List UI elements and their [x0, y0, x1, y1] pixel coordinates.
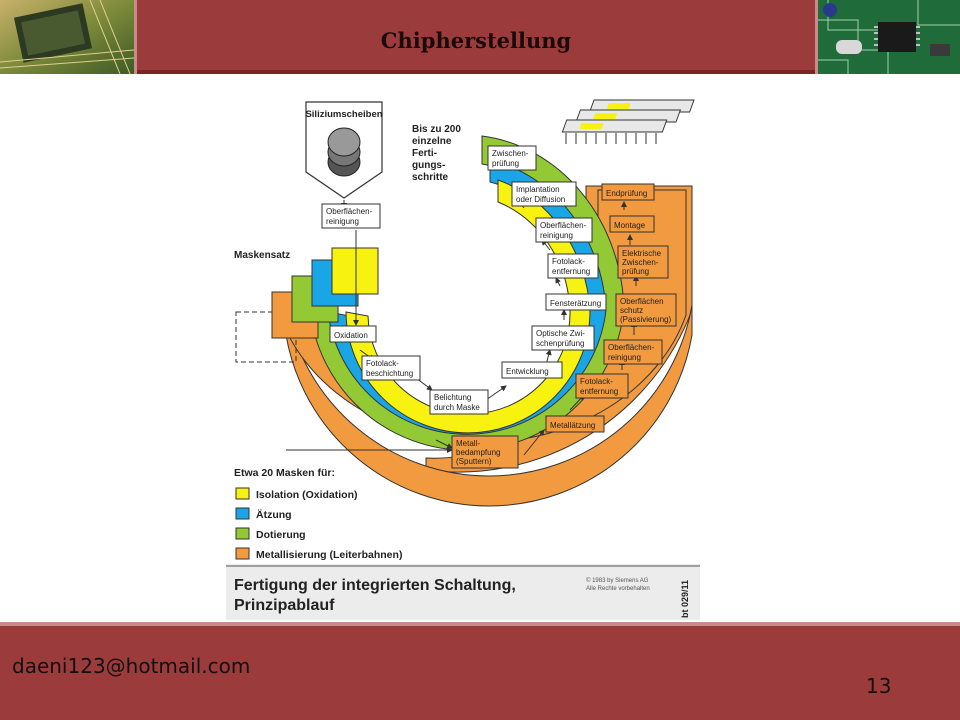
step-belichtung: Belichtung durch Maske	[429, 389, 489, 415]
legend-item-isolation: Isolation (Oxidation)	[235, 487, 358, 501]
circuit-board-photo-left	[0, 0, 134, 74]
svg-text:durch Maske: durch Maske	[434, 403, 480, 412]
svg-text:Metallisierung (Leiterbahnen): Metallisierung (Leiterbahnen)	[256, 549, 402, 561]
svg-text:schutz: schutz	[620, 306, 643, 315]
legend-title: Etwa 20 Masken für:	[234, 467, 335, 479]
svg-text:Fensterätzung: Fensterätzung	[550, 299, 601, 308]
legend: Etwa 20 Masken für: Isolation (Oxidation…	[234, 467, 402, 561]
step-oberflaechenreinigung-outer: Oberflächen- reinigung	[603, 339, 663, 365]
outer-orange-band	[285, 304, 693, 507]
svg-text:Fotolack-: Fotolack-	[580, 377, 613, 386]
svg-text:Optische Zwi-: Optische Zwi-	[536, 329, 585, 338]
svg-text:Bis zu 200: Bis zu 200	[412, 124, 461, 135]
mask-set-stack	[235, 247, 379, 363]
svg-text:Metall-: Metall-	[456, 439, 480, 448]
legend-item-dotierung: Dotierung	[235, 527, 306, 541]
copyright-line-1: © 1983 by Siemens AG	[586, 577, 649, 584]
svg-text:oder Diffusion: oder Diffusion	[516, 195, 565, 204]
wafer-box: Siliziumscheiben	[305, 101, 383, 199]
step-fotolackbeschichtung: Fotolack- beschichtung	[361, 355, 421, 381]
wafer-box-label: Siliziumscheiben	[305, 109, 382, 120]
svg-text:Oxidation: Oxidation	[334, 331, 368, 340]
step-montage: Montage	[609, 215, 655, 233]
svg-text:schenprüfung: schenprüfung	[536, 339, 584, 348]
svg-text:Oberflächen-: Oberflächen-	[326, 207, 373, 216]
svg-text:entfernung: entfernung	[552, 267, 590, 276]
step-fensteraetzung: Fensterätzung	[545, 293, 607, 311]
chip-packages-icon	[561, 99, 695, 144]
mask-set-label: Maskensatz	[234, 250, 290, 261]
step-metallbedampfung: Metall- bedampfung (Sputtern)	[451, 435, 519, 469]
svg-text:(Sputtern): (Sputtern)	[456, 457, 492, 466]
caption-line-2: Prinzipablauf	[234, 597, 335, 614]
svg-text:Ferti-: Ferti-	[412, 148, 437, 159]
step-oberflaechenreinigung-inner: Oberflächen- reinigung	[535, 217, 593, 243]
step-implantation: Implantation oder Diffusion	[511, 181, 577, 207]
step-zwischenpruefung: Zwischen- prüfung	[487, 145, 537, 171]
step-entwicklung: Entwicklung	[501, 361, 563, 379]
svg-text:reinigung: reinigung	[326, 217, 359, 226]
svg-text:Implantation: Implantation	[516, 185, 560, 194]
steps-note: Bis zu 200 einzelne Ferti- gungs- schrit…	[412, 124, 461, 183]
svg-text:einzelne: einzelne	[412, 136, 452, 147]
circuit-board-photo-right	[818, 0, 960, 74]
step-fotolackentfernung-inner: Fotolack- entfernung	[547, 253, 599, 279]
svg-text:Entwicklung: Entwicklung	[506, 367, 549, 376]
legend-item-metallisierung: Metallisierung (Leiterbahnen)	[235, 547, 402, 561]
svg-text:prüfung: prüfung	[622, 267, 649, 276]
svg-text:Oberflächen-: Oberflächen-	[540, 221, 587, 230]
svg-text:prüfung: prüfung	[492, 159, 519, 168]
step-endpruefung: Endprüfung	[601, 183, 655, 201]
svg-text:Dotierung: Dotierung	[256, 529, 306, 541]
header-bar: Chipherstellung	[0, 0, 960, 76]
svg-text:Zwischen-: Zwischen-	[622, 258, 659, 267]
svg-text:Elektrische: Elektrische	[622, 249, 662, 258]
svg-text:Fotolack-: Fotolack-	[366, 359, 399, 368]
svg-text:Isolation (Oxidation): Isolation (Oxidation)	[256, 489, 358, 501]
svg-text:(Passivierung): (Passivierung)	[620, 315, 671, 324]
svg-text:Metallätzung: Metallätzung	[550, 421, 595, 430]
chip-manufacturing-diagram: Maskensatz Siliziumscheiben Bis zu 200 e…	[226, 90, 700, 620]
step-optische-pruefung: Optische Zwi- schenprüfung	[531, 325, 595, 351]
svg-text:schritte: schritte	[412, 172, 449, 183]
svg-text:reinigung: reinigung	[608, 353, 641, 362]
svg-text:entfernung: entfernung	[580, 387, 618, 396]
figure-code: bt 029/11	[680, 580, 690, 618]
copyright-line-2: Alle Rechte vorbehalten	[586, 586, 650, 592]
title-band: Chipherstellung	[134, 0, 818, 74]
legend-item-aetzung: Ätzung	[235, 507, 292, 521]
svg-text:Belichtung: Belichtung	[434, 393, 471, 402]
svg-text:Montage: Montage	[614, 221, 646, 230]
svg-text:bedampfung: bedampfung	[456, 448, 500, 457]
footer-bar: daeni123@hotmail.com 13	[0, 622, 960, 720]
page-title: Chipherstellung	[380, 28, 572, 53]
caption-line-1: Fertigung der integrierten Schaltung,	[234, 577, 516, 594]
svg-text:gungs-: gungs-	[412, 160, 445, 171]
step-oberflaechenreinigung-top: Oberflächen- reinigung	[321, 203, 381, 229]
step-oxidation: Oxidation	[329, 325, 377, 343]
svg-text:reinigung: reinigung	[540, 231, 573, 240]
svg-text:Zwischen-: Zwischen-	[492, 149, 529, 158]
step-fotolackentfernung-outer: Fotolack- entfernung	[575, 373, 629, 399]
page-number: 13	[866, 674, 892, 698]
svg-text:Ätzung: Ätzung	[256, 508, 292, 521]
step-elektrische-zwischenpruefung: Elektrische Zwischen- prüfung	[617, 245, 669, 279]
svg-text:Fotolack-: Fotolack-	[552, 257, 585, 266]
step-oberflaechenschutz: Oberflächen schutz (Passivierung)	[615, 293, 677, 327]
step-metallaetzung: Metallätzung	[545, 415, 605, 433]
svg-text:Oberflächen-: Oberflächen-	[608, 343, 655, 352]
svg-text:Oberflächen: Oberflächen	[620, 297, 664, 306]
footer-email: daeni123@hotmail.com	[12, 654, 251, 678]
svg-text:Endprüfung: Endprüfung	[606, 189, 647, 198]
svg-text:beschichtung: beschichtung	[366, 369, 413, 378]
